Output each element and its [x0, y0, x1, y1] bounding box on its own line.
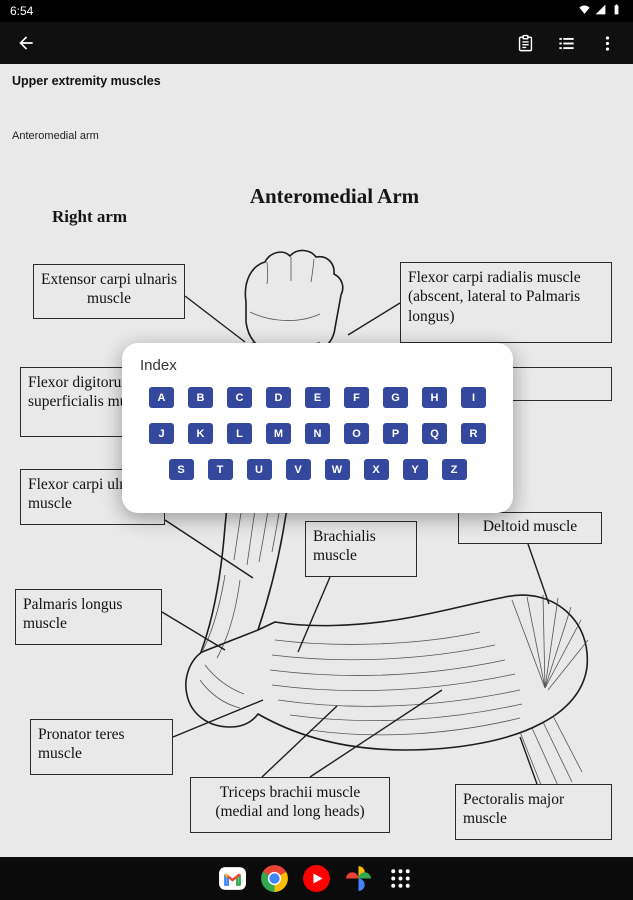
page-subtitle: Anteromedial arm — [12, 130, 99, 142]
label-box-brachialis[interactable]: Brachialis muscle — [305, 521, 417, 577]
chrome-icon[interactable] — [260, 864, 289, 893]
gmail-icon[interactable] — [218, 864, 247, 893]
index-letter-button[interactable]: B — [188, 387, 213, 408]
label-box-extensor-carpi-ulnaris[interactable]: Extensor carpi ulnaris muscle — [33, 264, 185, 319]
index-letter-button[interactable]: R — [461, 423, 486, 444]
index-dialog-title: Index — [140, 357, 177, 374]
index-letter-button[interactable]: N — [305, 423, 330, 444]
index-letter-button[interactable]: J — [149, 423, 174, 444]
index-letter-button[interactable]: Y — [402, 459, 428, 480]
wifi-icon — [578, 3, 591, 19]
label-box-palmaris-longus[interactable]: Palmaris longus muscle — [15, 589, 162, 645]
back-arrow-icon[interactable] — [16, 33, 36, 53]
index-letter-button[interactable]: E — [305, 387, 330, 408]
label-box-flexor-carpi-radialis[interactable]: Flexor carpi radialis muscle (abscent, l… — [400, 262, 612, 343]
overflow-menu-icon[interactable] — [598, 34, 617, 53]
battery-icon — [610, 3, 623, 19]
apps-grid-icon[interactable] — [386, 864, 415, 893]
index-letter-button[interactable]: X — [363, 459, 389, 480]
index-letter-button[interactable]: G — [383, 387, 408, 408]
index-letter-button[interactable]: M — [266, 423, 291, 444]
youtube-icon[interactable] — [302, 864, 331, 893]
index-letter-button[interactable]: O — [344, 423, 369, 444]
index-letter-button[interactable]: U — [246, 459, 272, 480]
index-letter-button[interactable]: P — [383, 423, 408, 444]
index-letter-button[interactable]: Q — [422, 423, 447, 444]
label-box-pronator-teres[interactable]: Pronator teres muscle — [30, 719, 173, 775]
dock — [0, 857, 633, 900]
cellular-signal-icon — [594, 3, 607, 19]
index-letter-button[interactable]: C — [227, 387, 252, 408]
index-letter-button[interactable]: T — [207, 459, 233, 480]
index-dialog: Index A B C D E F G H I J K L M N O P Q … — [122, 343, 513, 513]
index-letter-button[interactable]: Z — [441, 459, 467, 480]
index-letter-button[interactable]: A — [149, 387, 174, 408]
index-letter-button[interactable]: K — [188, 423, 213, 444]
label-box-deltoid[interactable]: Deltoid muscle — [458, 512, 602, 544]
diagram-title: Anteromedial Arm — [249, 184, 420, 208]
index-letter-button[interactable]: H — [422, 387, 447, 408]
index-letter-button[interactable]: W — [324, 459, 350, 480]
index-letter-button[interactable]: D — [266, 387, 291, 408]
index-letter-button[interactable]: V — [285, 459, 311, 480]
index-letter-button[interactable]: F — [344, 387, 369, 408]
label-box-triceps-brachii[interactable]: Triceps brachii muscle (medial and long … — [190, 777, 390, 833]
index-letter-grid: A B C D E F G H I J K L M N O P Q R S T … — [140, 387, 495, 480]
label-box-pectoralis-major[interactable]: Pectoralis major muscle — [455, 784, 612, 840]
list-icon[interactable] — [557, 34, 576, 53]
page-title: Upper extremity muscles — [12, 74, 161, 88]
clock: 6:54 — [10, 4, 34, 18]
index-letter-button[interactable]: I — [461, 387, 486, 408]
index-card-icon[interactable] — [516, 34, 535, 53]
google-photos-icon[interactable] — [344, 864, 373, 893]
side-label: Right arm — [52, 207, 128, 226]
index-letter-button[interactable]: S — [168, 459, 194, 480]
status-bar: 6:54 — [0, 0, 633, 22]
index-letter-button[interactable]: L — [227, 423, 252, 444]
app-bar — [0, 22, 633, 64]
